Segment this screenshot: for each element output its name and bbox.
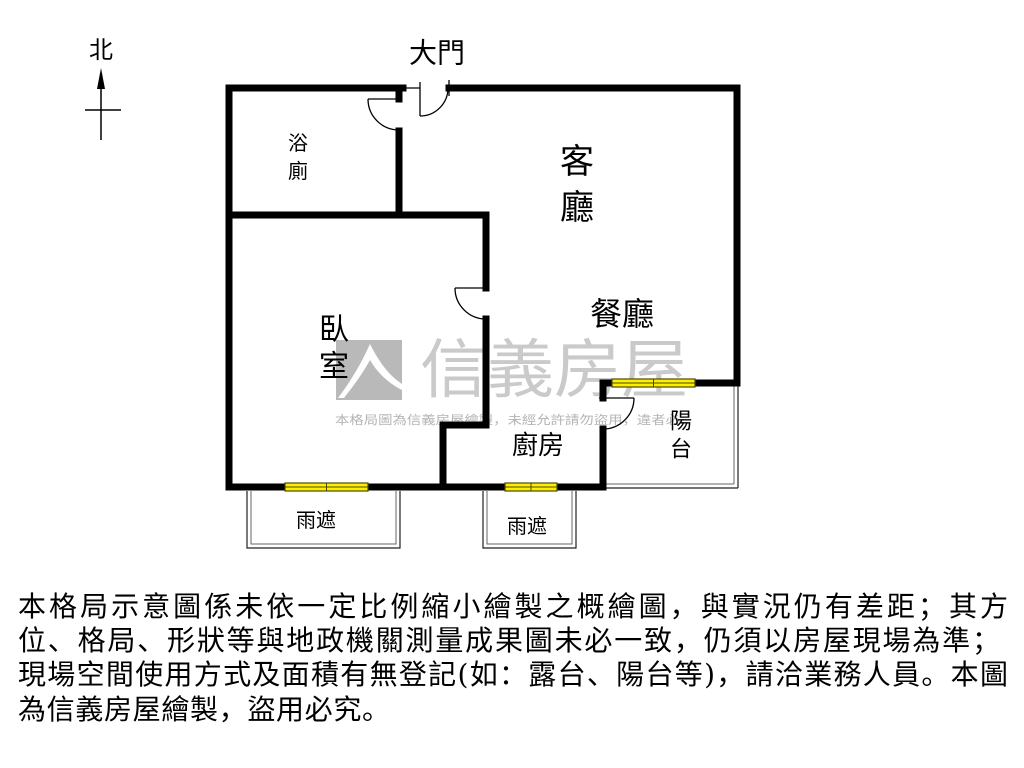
balcony-door bbox=[599, 397, 635, 430]
living-room-label-1: 客 bbox=[560, 142, 594, 182]
watermark: 信義房屋 本格局圖為信義房屋繪製，未經允許請勿盜用，違者必 bbox=[335, 334, 688, 427]
balcony-window bbox=[611, 378, 696, 388]
bathroom-label-1: 浴 bbox=[288, 131, 308, 155]
disclaimer-line-4: 為信義房屋繪製，盜用必究。 bbox=[18, 693, 390, 726]
watermark-notice: 本格局圖為信義房屋繪製，未經允許請勿盜用，違者必 bbox=[335, 412, 680, 427]
balcony-label-1: 陽 bbox=[670, 410, 692, 435]
awning-kitchen-label: 雨遮 bbox=[507, 514, 547, 538]
bedroom-window bbox=[284, 482, 369, 492]
awning-bedroom bbox=[246, 491, 401, 549]
watermark-logo bbox=[336, 340, 402, 400]
bathroom-door bbox=[367, 98, 400, 131]
living-room-label-2: 廳 bbox=[560, 188, 594, 228]
north-arrow-icon bbox=[85, 68, 121, 140]
bedroom-label-2: 室 bbox=[319, 350, 349, 385]
kitchen-label: 廚房 bbox=[512, 431, 564, 461]
watermark-brand: 信義房屋 bbox=[420, 334, 688, 408]
kitchen-window bbox=[504, 482, 558, 492]
entrance-label: 大門 bbox=[409, 37, 465, 70]
dining-room-label: 餐廳 bbox=[590, 295, 654, 333]
north-label: 北 bbox=[89, 36, 113, 64]
balcony-outline bbox=[606, 383, 739, 489]
entrance-door bbox=[403, 80, 450, 117]
bedroom-door bbox=[454, 287, 487, 320]
disclaimer: 本格局示意圖係未依一定比例縮小繪製之概繪圖，與實況仍有差距；其方 位、格局、形狀… bbox=[18, 590, 1008, 726]
bedroom-label-1: 臥 bbox=[319, 313, 349, 348]
awning-bedroom-label: 雨遮 bbox=[296, 508, 336, 532]
bathroom-label-2: 廁 bbox=[288, 159, 308, 183]
awning-kitchen bbox=[482, 491, 577, 549]
balcony-label-2: 台 bbox=[670, 438, 692, 463]
disclaimer-line-1: 本格局示意圖係未依一定比例縮小繪製之概繪圖，與實況仍有差距；其方 bbox=[18, 590, 1008, 623]
disclaimer-line-3: 現場空間使用方式及面積有無登記(如：露台、陽台等)，請洽業務人員。本圖 bbox=[18, 658, 1008, 691]
disclaimer-line-2: 位、格局、形狀等與地政機關測量成果圖未必一致，仍須以房屋現場為準； bbox=[18, 624, 1000, 657]
